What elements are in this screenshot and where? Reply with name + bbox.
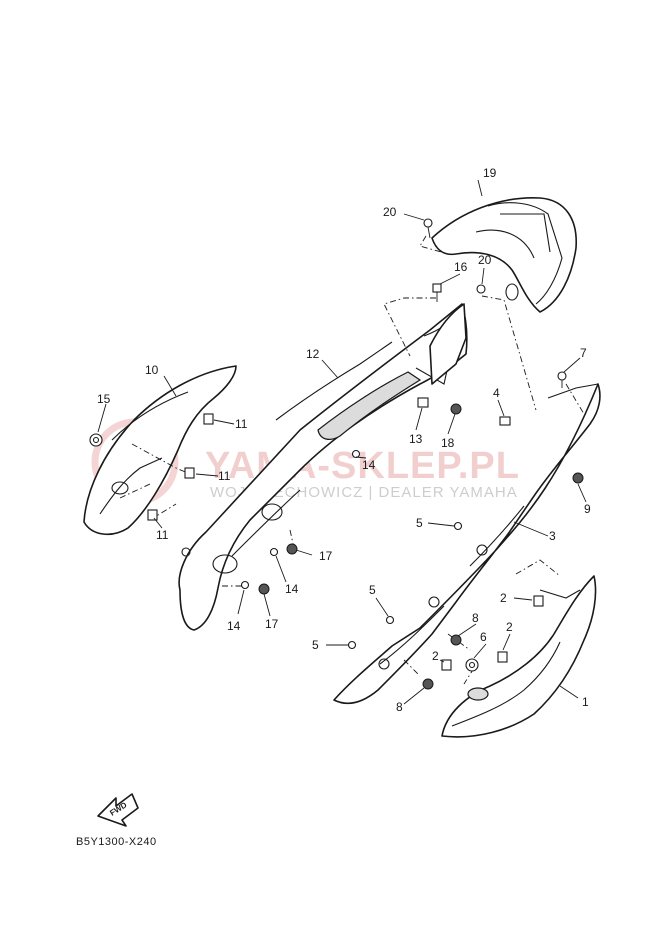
nut-9-icon [572, 472, 584, 484]
callout-9: 9 [584, 502, 591, 516]
callout-19: 19 [483, 166, 497, 180]
callout-15: 15 [97, 392, 111, 406]
callout-6: 6 [480, 630, 487, 644]
screw-5b-icon [385, 615, 395, 625]
callout-labels: 19 20 20 16 12 10 15 11 11 11 13 18 4 7 … [97, 166, 591, 714]
bracket-upper-icon [429, 303, 467, 385]
forward-direction-indicator: FWD [97, 793, 139, 827]
screw-5a-icon [453, 521, 463, 531]
part-1-rear-panel [441, 575, 597, 738]
callout-7: 7 [580, 346, 587, 360]
callout-16: 16 [454, 260, 468, 274]
callout-2-b: 2 [506, 620, 513, 634]
grommet-15-icon [89, 433, 103, 447]
callout-13: 13 [409, 432, 423, 446]
callout-5-b: 5 [369, 583, 376, 597]
clip-2b-icon [497, 651, 508, 663]
nut-17a-icon [286, 543, 298, 555]
callout-17-b: 17 [265, 617, 279, 631]
callout-10: 10 [145, 363, 159, 377]
clip-11c-icon [147, 509, 158, 521]
part-19-rear-cover [431, 197, 577, 313]
callout-14-b: 14 [285, 582, 299, 596]
callout-8-b: 8 [396, 700, 403, 714]
diagram-code: B5Y1300-X240 [76, 836, 157, 848]
screw-14b-icon [269, 547, 279, 557]
callout-12: 12 [306, 347, 320, 361]
callout-3: 3 [549, 529, 556, 543]
callout-5-a: 5 [416, 516, 423, 530]
bolt-16-icon [432, 283, 442, 302]
callout-11-a: 11 [235, 417, 248, 431]
part-3-support-arm [333, 383, 601, 705]
callout-2-c: 2 [432, 649, 439, 663]
callout-14-c: 14 [227, 619, 241, 633]
part-12-side-cover [178, 303, 468, 631]
screw-20-lower-icon [476, 284, 486, 294]
grommet-6-icon [465, 658, 479, 672]
hardware [89, 218, 584, 690]
clip-2c-icon [441, 659, 452, 671]
fwd-arrow-icon [97, 793, 139, 827]
screw-14c-icon [240, 580, 250, 590]
screw-5c-icon [347, 640, 357, 650]
nut-17b-icon [258, 583, 270, 595]
callout-17-a: 17 [319, 549, 333, 563]
callout-8-a: 8 [472, 611, 479, 625]
callout-5-c: 5 [312, 638, 319, 652]
leader-lines [97, 179, 587, 705]
callout-11-c: 11 [156, 528, 169, 542]
callout-2-a: 2 [500, 591, 507, 605]
clip-4-icon [499, 416, 511, 426]
nut-13-icon [417, 397, 429, 408]
watermark-subtitle: WOJ. CIECHOWICZ | DEALER YAMAHA [210, 484, 518, 501]
part-10-front-panel [83, 365, 237, 535]
callout-11-b: 11 [218, 469, 231, 483]
clip-11b-icon [184, 467, 195, 479]
screw-20-upper-icon [423, 218, 433, 239]
callout-20-upper: 20 [383, 205, 397, 219]
clip-2a-icon [533, 595, 544, 607]
callout-20-lower: 20 [478, 253, 492, 267]
assembly-lines [119, 235, 585, 685]
callout-14-a: 14 [362, 458, 376, 472]
nut-18-icon [450, 403, 462, 415]
callout-18: 18 [441, 436, 455, 450]
callout-1: 1 [582, 695, 589, 709]
nut-8b-icon [422, 678, 434, 690]
screw-7-icon [557, 371, 567, 388]
callout-4: 4 [493, 386, 500, 400]
clip-11a-icon [203, 413, 214, 425]
nut-8a-icon [450, 634, 462, 646]
screw-14a-icon [351, 449, 361, 459]
